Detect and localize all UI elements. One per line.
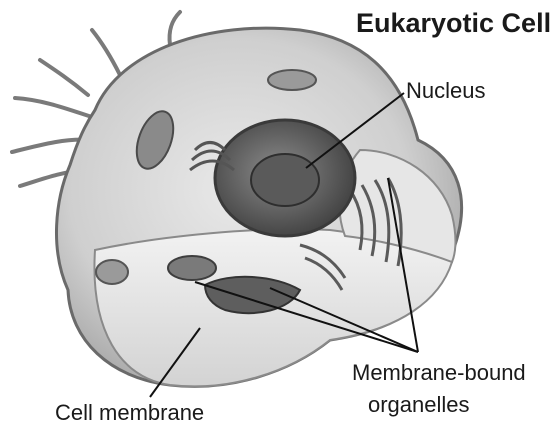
label-membrane-bound-line1: Membrane-bound <box>352 360 526 386</box>
label-membrane-bound-line2: organelles <box>368 392 470 418</box>
label-nucleus: Nucleus <box>406 78 485 104</box>
lysosome-shape <box>96 260 128 284</box>
nucleolus-shape <box>251 154 319 206</box>
diagram-title: Eukaryotic Cell <box>356 8 551 39</box>
label-cell-membrane: Cell membrane <box>55 400 204 426</box>
mitochondrion-shape-2 <box>168 256 216 280</box>
mitochondrion-shape-3 <box>268 70 316 90</box>
